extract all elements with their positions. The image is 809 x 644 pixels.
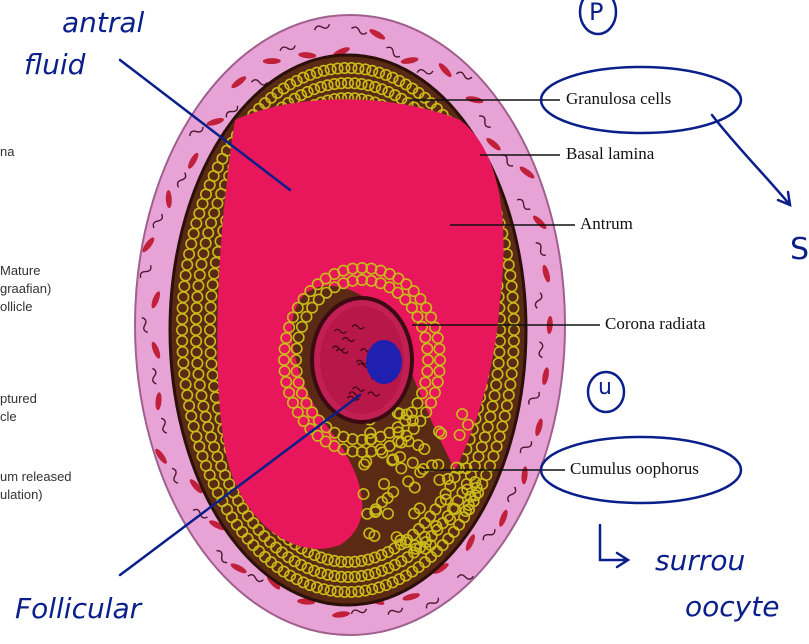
note-antral: antral xyxy=(62,6,144,39)
note-surrou: surrou xyxy=(655,544,745,577)
side-text-ulation: ulation) xyxy=(0,486,43,504)
note-fluid: fluid xyxy=(24,48,85,81)
note-u: u xyxy=(598,375,612,400)
side-text-cle: cle xyxy=(0,408,17,426)
arrow-surrou xyxy=(600,525,628,567)
nucleus xyxy=(366,340,402,384)
side-text-follicle: ollicle xyxy=(0,298,33,316)
arrow-s xyxy=(712,115,790,205)
side-text-released: um released xyxy=(0,468,72,486)
label-basal-lamina: Basal lamina xyxy=(566,144,654,164)
label-corona-radiata: Corona radiata xyxy=(605,314,706,334)
side-text-ptured: ptured xyxy=(0,390,37,408)
note-s: S xyxy=(790,232,809,267)
label-granulosa-cells: Granulosa cells xyxy=(566,89,671,109)
note-oocyte: oocyte xyxy=(685,590,779,623)
side-text-na: na xyxy=(0,143,14,161)
side-text-graafian: graafian) xyxy=(0,280,51,298)
label-cumulus-oophorus: Cumulus oophorus xyxy=(570,459,699,479)
note-follicular: Follicular xyxy=(15,592,141,625)
note-p: P xyxy=(589,0,603,26)
side-text-mature: Mature xyxy=(0,262,40,280)
label-antrum: Antrum xyxy=(580,214,633,234)
